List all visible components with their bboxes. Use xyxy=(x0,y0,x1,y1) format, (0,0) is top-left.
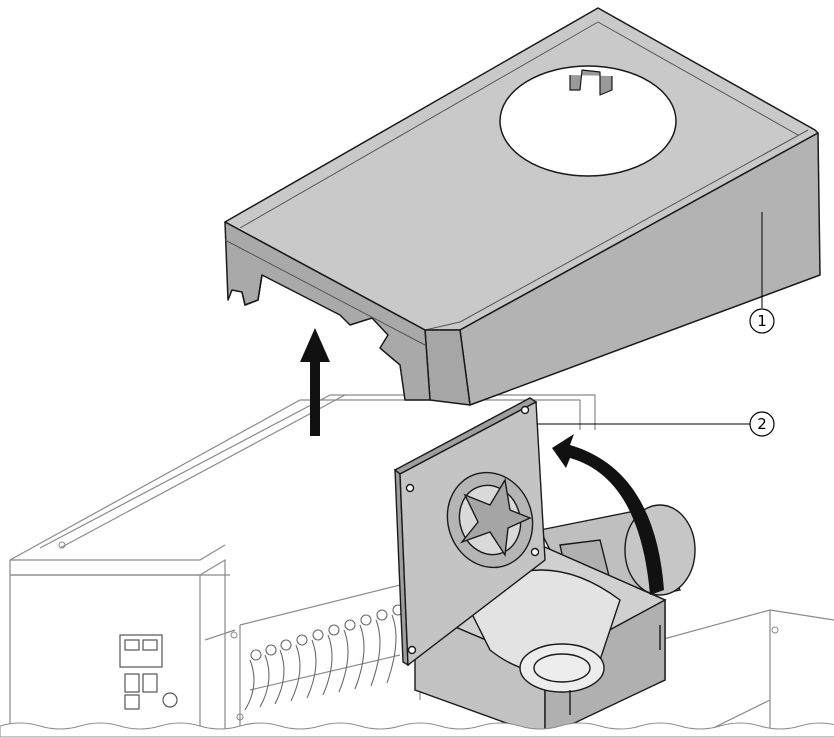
callout-2-circle xyxy=(749,411,775,437)
callout-2-label: 2 xyxy=(757,415,767,433)
callout-1: 1 xyxy=(749,212,775,334)
burner-door-panel xyxy=(393,397,546,667)
cutoff-line xyxy=(0,722,834,737)
callout-1-label: 1 xyxy=(757,312,767,330)
callout-1-circle xyxy=(749,308,775,334)
callout-2: 2 xyxy=(537,411,775,437)
controller-display xyxy=(119,634,178,710)
boiler-screws xyxy=(58,541,779,721)
hose-connectors xyxy=(244,604,404,711)
top-cover xyxy=(224,7,821,406)
lift-cover-arrow xyxy=(300,328,330,436)
flip-panel-arrow xyxy=(552,434,664,595)
burner-housing xyxy=(413,543,667,737)
